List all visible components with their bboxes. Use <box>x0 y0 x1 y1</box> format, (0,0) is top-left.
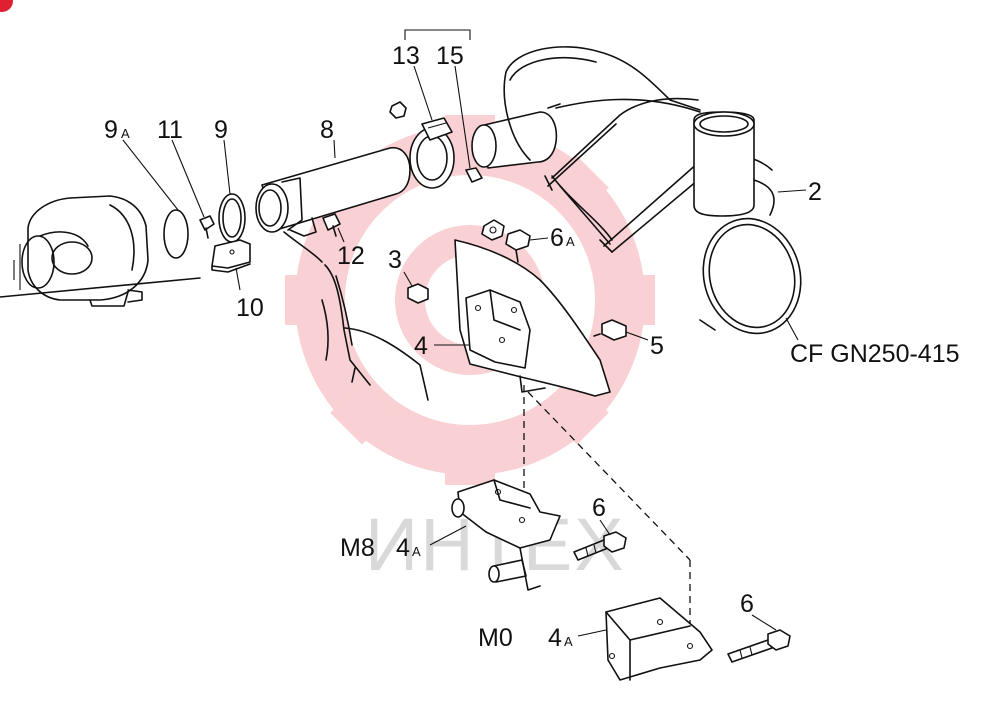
label-reference: CF GN250-415 <box>790 340 960 368</box>
svg-text:4: 4 <box>396 534 410 562</box>
label-m8: M8 <box>340 534 375 562</box>
svg-text:6: 6 <box>550 224 564 252</box>
bolt-5 <box>593 319 649 341</box>
gasket-9a <box>122 139 189 259</box>
label-13: 13 <box>392 42 420 70</box>
hanging-strap <box>321 264 429 401</box>
svg-text:9: 9 <box>104 116 118 144</box>
muffler-2 <box>503 46 807 341</box>
clamp-13 <box>409 65 455 189</box>
label-3: 3 <box>388 246 402 274</box>
nut-small-top <box>389 101 407 119</box>
label-group-bracket-13-15 <box>404 29 471 40</box>
label-m0: M0 <box>478 624 513 652</box>
label-8: 8 <box>320 116 334 144</box>
bracket-m8-4a <box>429 479 561 591</box>
label-4: 4 <box>414 332 428 360</box>
nut-3 <box>403 271 429 304</box>
bracket-m0-4a <box>577 597 713 681</box>
bolt-6-m0 <box>727 614 791 663</box>
bolt-11 <box>171 139 215 239</box>
bolt-6a <box>505 229 549 263</box>
bracket-10 <box>211 239 251 291</box>
pipe-8 <box>255 139 411 263</box>
label-5: 5 <box>650 332 664 360</box>
label-9a: 9 A <box>104 116 130 144</box>
turbocharger <box>0 195 201 307</box>
bolt-6-m8 <box>573 519 627 561</box>
bolt-12 <box>322 213 345 243</box>
svg-text:4: 4 <box>548 624 562 652</box>
clamp-screw-15 <box>454 65 483 183</box>
label-4a-m0: 4 A <box>548 624 573 652</box>
svg-text:A: A <box>566 234 575 249</box>
alignment-line-m0 <box>527 391 691 561</box>
label-6-m0: 6 <box>740 590 754 618</box>
mounting-plate-4 <box>434 239 611 397</box>
inlet-hose <box>471 111 558 169</box>
svg-text:A: A <box>121 126 130 141</box>
label-9: 9 <box>214 116 228 144</box>
gasket-9 <box>218 139 246 243</box>
label-11: 11 <box>157 116 183 144</box>
label-2: 2 <box>808 178 822 206</box>
svg-text:A: A <box>412 544 421 559</box>
label-12: 12 <box>337 242 365 270</box>
svg-text:A: A <box>564 634 573 649</box>
label-6a: 6 A <box>550 224 575 252</box>
label-6-m8: 6 <box>592 494 606 522</box>
label-10: 10 <box>236 294 264 322</box>
label-4a-m8: 4 A <box>396 534 421 562</box>
label-15: 15 <box>436 42 464 70</box>
nut-6a-pair <box>481 219 505 241</box>
